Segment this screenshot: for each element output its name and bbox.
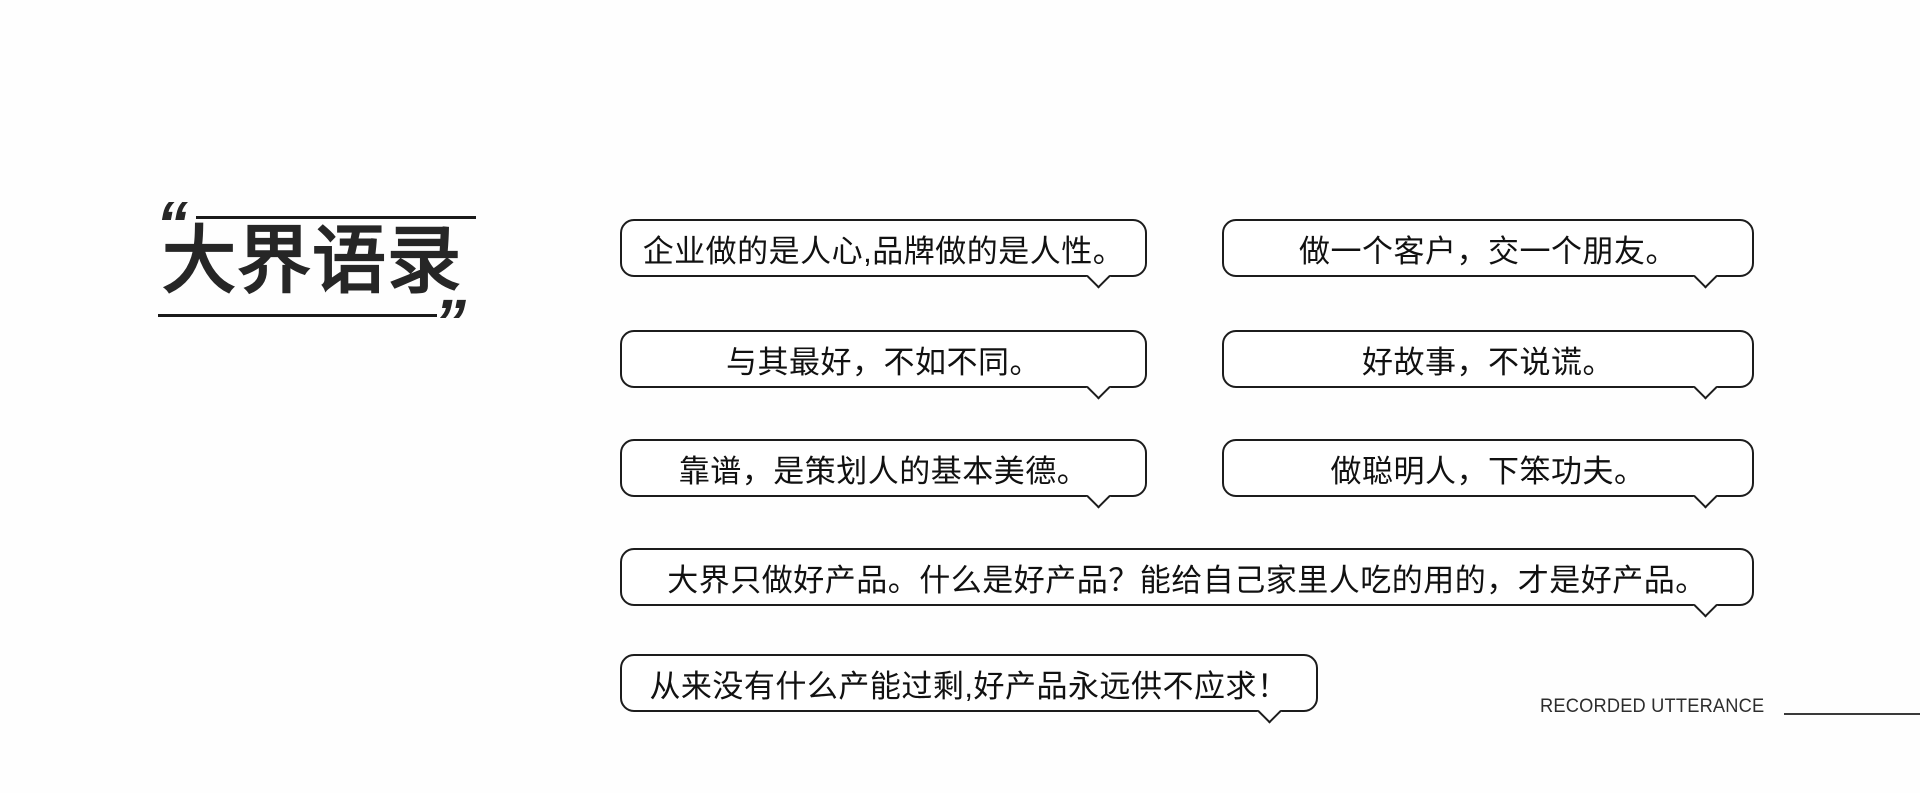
quote-bubble: 做一个客户，交一个朋友。 [1222,219,1754,277]
quote-text: 与其最好，不如不同。 [726,344,1041,380]
quote-text: 从来没有什么产能过剩,好产品永远供不应求！ [649,668,1289,704]
quote-bubble: 与其最好，不如不同。 [620,330,1147,388]
footer-caption: RECORDED UTTERANCE [1540,696,1920,718]
open-quote-mark: “ [156,188,188,260]
quote-text: 做一个客户，交一个朋友。 [1299,233,1677,269]
recorded-utterance-label: RECORDED UTTERANCE [1540,696,1765,717]
quote-text: 大界只做好产品。什么是好产品？能给自己家里人吃的用的，才是好产品。 [667,562,1707,598]
quote-bubble: 企业做的是人心,品牌做的是人性。 [620,219,1147,277]
page-title: 大界语录 [162,219,462,302]
footer-rule [1783,712,1920,715]
page-title-block: “ 大界语录 ” [156,186,480,356]
quote-bubble: 从来没有什么产能过剩,好产品永远供不应求！ [620,654,1318,712]
quote-text: 好故事，不说谎。 [1362,344,1614,380]
title-bottom-rule [158,314,437,317]
quote-bubble: 大界只做好产品。什么是好产品？能给自己家里人吃的用的，才是好产品。 [620,548,1754,606]
close-quote-mark: ” [434,286,466,358]
quote-text: 做聪明人，下笨功夫。 [1330,453,1646,489]
quote-bubble: 好故事，不说谎。 [1222,330,1754,388]
quote-text: 企业做的是人心,品牌做的是人性。 [642,233,1125,269]
quote-text: 靠谱，是策划人的基本美德。 [678,453,1089,489]
quote-bubble: 靠谱，是策划人的基本美德。 [620,439,1147,497]
title-top-rule [196,216,476,219]
quote-bubble: 做聪明人，下笨功夫。 [1222,439,1754,497]
